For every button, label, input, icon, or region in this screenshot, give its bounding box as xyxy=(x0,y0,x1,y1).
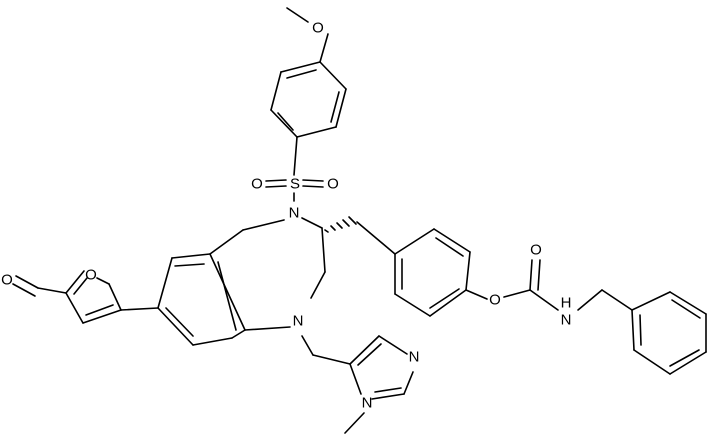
carbonyl-oxygen: O xyxy=(530,242,542,259)
furan-oxygen: O xyxy=(85,267,97,284)
carbamate-nitrogen: N xyxy=(561,312,572,329)
bonds xyxy=(12,7,707,434)
sulfonyl-sulfur: S xyxy=(290,176,300,193)
sulfonamide-nitrogen: N xyxy=(289,205,300,222)
methoxy-oxygen: O xyxy=(312,20,324,37)
imidazole-nitrogen: N xyxy=(409,349,420,366)
sulfonyl-oxygen-left: O xyxy=(251,176,263,193)
carbamate-hydrogen: H xyxy=(561,295,572,312)
diazepine-nitrogen: N xyxy=(293,313,304,330)
imidazole-methyl-nitrogen: N xyxy=(362,395,373,412)
aldehyde-oxygen: O xyxy=(1,272,13,289)
ester-oxygen: O xyxy=(489,292,501,309)
atom-labels: O S O O N N O O N N O O N H xyxy=(1,20,571,412)
sulfonyl-oxygen-right: O xyxy=(327,176,339,193)
